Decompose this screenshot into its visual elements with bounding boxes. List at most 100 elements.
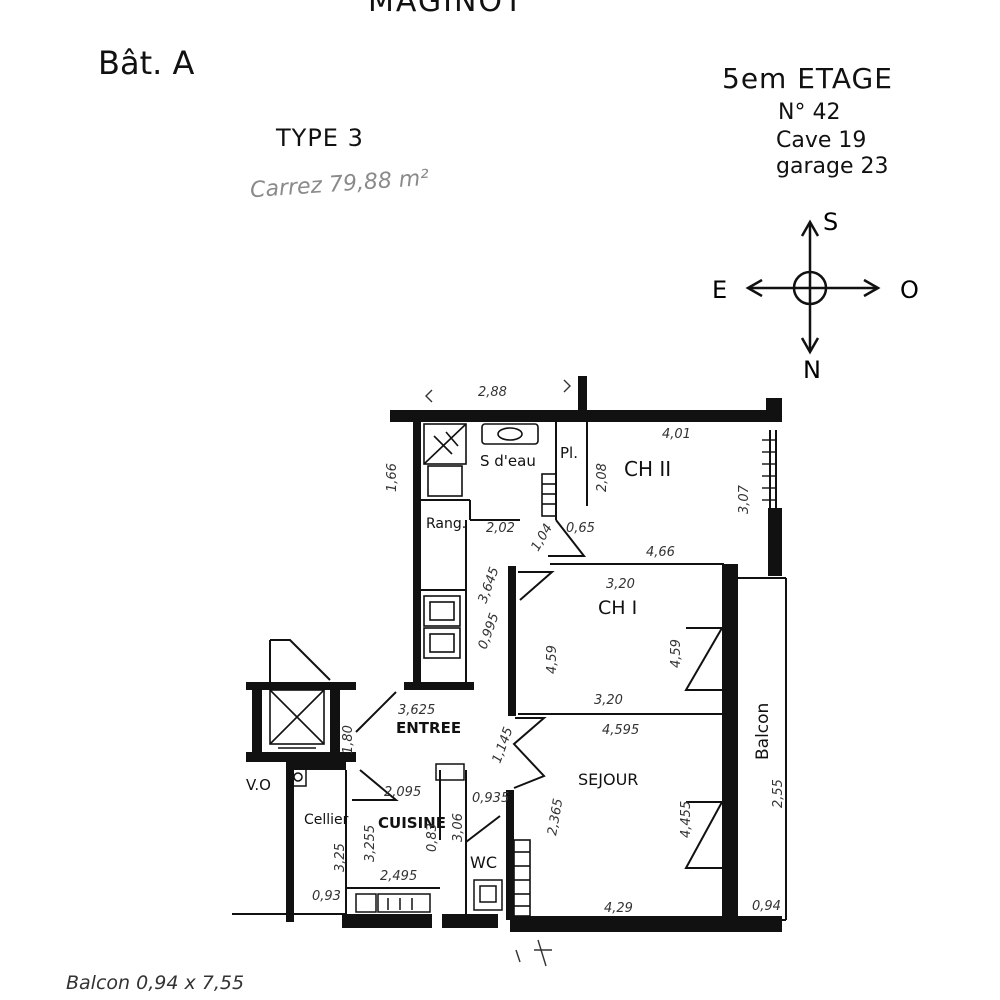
- dimension-labels: 2,88 1,66 4,01 2,08 3,07 2,02 1,04 0,65 …: [312, 385, 786, 916]
- compass-north: N: [803, 356, 821, 384]
- east-wall-ch2: [768, 508, 782, 576]
- washbasin-bowl: [497, 427, 523, 441]
- dim-sejour-left: 2,365: [545, 797, 566, 836]
- shower-tray: [423, 423, 467, 465]
- door-sejour: [512, 717, 547, 789]
- dim-sde-height: 1,66: [385, 463, 400, 492]
- washing-machine: [427, 465, 463, 497]
- balcony-inner-wall: [722, 564, 738, 920]
- room-label-entree: ENTREE: [396, 719, 461, 737]
- dim-sejour-top: 4,595: [602, 723, 639, 738]
- floor-label: 5em ETAGE: [722, 62, 893, 95]
- room-label-ch2: CH II: [624, 457, 671, 481]
- dim-kitchen-top: 2,095: [384, 785, 421, 800]
- structural-walls: [246, 376, 782, 932]
- window-hatch: [762, 439, 776, 501]
- shaft-east-wall: [330, 682, 340, 762]
- room-label-cuisine: CUISINE: [378, 814, 446, 832]
- dim-rang-width: 2,02: [486, 521, 515, 536]
- washbasin: [481, 423, 539, 445]
- room-label-wc: WC: [470, 853, 497, 872]
- room-labels: S d'eau Pl. CH II Rang. CH I ENTREE SEJO…: [246, 444, 773, 872]
- balcony-note: Balcon 0,94 x 7,55: [66, 972, 245, 994]
- service-shaft: [269, 689, 325, 749]
- dim-balcon-width: 0,94: [752, 899, 781, 914]
- room-label-sejour: SEJOUR: [578, 770, 638, 789]
- dim-ch2-width: 4,01: [662, 427, 691, 442]
- arrow-right-icon: [863, 278, 881, 298]
- room-label-balcon: Balcon: [753, 703, 773, 760]
- dim-kitchen-bottom: 2,495: [380, 869, 417, 884]
- door-shaft: [270, 639, 331, 681]
- room-label-placard: Pl.: [560, 444, 578, 462]
- dim-ch2-left: 2,08: [595, 463, 610, 492]
- dim-kitchen-left: 3,255: [363, 825, 378, 862]
- dim-ch2-right: 3,07: [737, 484, 752, 514]
- dim-ch1-right: 4,59: [669, 639, 684, 668]
- dim-sejour-right: 4,455: [679, 801, 694, 838]
- building-name: MAGINOT: [368, 0, 525, 19]
- wc-east-wall: [506, 790, 514, 920]
- door-sde: [548, 519, 587, 557]
- cellier-west-wall: [286, 762, 294, 922]
- dim-hall-b: 0,995: [476, 611, 503, 651]
- vo-shaft-icon: [289, 767, 307, 787]
- arrow-down-icon: [800, 337, 820, 355]
- dim-balcon-length: 2,55: [771, 779, 786, 808]
- window-ch1: [684, 627, 724, 691]
- dim-kitchen-right: 3,06: [451, 813, 466, 842]
- south-wall-kitchen: [342, 914, 432, 928]
- dim-ch1-left: 4,59: [545, 645, 560, 674]
- compass-south: S: [823, 208, 838, 236]
- dim-sejour-bottom: 4,29: [604, 901, 633, 916]
- door-entry-a: [355, 691, 397, 733]
- cellar-number: Cave 19: [776, 128, 867, 153]
- dim-ch1-width: 3,20: [606, 577, 635, 592]
- kitchen-units: [289, 763, 503, 913]
- door-swings: [269, 519, 724, 869]
- storage-cabinets: [423, 595, 461, 659]
- dim-entree-left: 1,80: [341, 725, 356, 754]
- bathroom-fixtures: [423, 423, 557, 517]
- dim-cellier-width: 0,93: [312, 889, 341, 904]
- dim-hall-a: 3,645: [476, 565, 503, 605]
- compass-west: O: [900, 276, 919, 304]
- room-label-cellier: Cellier: [304, 812, 349, 828]
- room-label-vo: V.O: [246, 776, 271, 794]
- apartment-type: TYPE 3: [276, 124, 364, 152]
- dim-top-width: 2,88: [478, 385, 507, 400]
- shaft-bottom-wall: [246, 752, 356, 762]
- radiator-sde: [541, 473, 557, 517]
- west-wall-upper: [413, 412, 421, 690]
- dim-entree-width: 3,625: [398, 703, 435, 718]
- dim-cellier-height: 3,25: [333, 843, 348, 872]
- compass-rose: [745, 219, 881, 355]
- corner-post: [766, 398, 782, 418]
- dim-ch1-bottom: 3,20: [594, 693, 623, 708]
- window-sejour: [684, 801, 724, 869]
- door-ch1: [518, 571, 555, 601]
- cellier-top-wall: [286, 762, 346, 770]
- hall-east-wall: [508, 566, 516, 716]
- shaft-top-wall: [246, 682, 356, 690]
- arrow-up-icon: [800, 219, 820, 237]
- dim-hall-c: 1,145: [490, 725, 517, 765]
- building-letter: Bât. A: [98, 44, 195, 82]
- wall-stub-top: [578, 376, 587, 412]
- shaft-west-wall: [252, 682, 262, 762]
- room-label-salle-eau: S d'eau: [480, 452, 536, 470]
- compass-east: E: [712, 276, 727, 304]
- dim-hall-d: 0,935: [472, 791, 509, 806]
- arrow-left-icon: [745, 278, 763, 298]
- door-kitchen: [352, 769, 399, 801]
- dim-door-b: 0,65: [566, 521, 595, 536]
- south-wall-wc: [442, 914, 498, 928]
- south-wall-sejour: [510, 916, 782, 932]
- radiator-sejour: [513, 839, 531, 917]
- west-wall-landing: [404, 682, 474, 690]
- dim-kitchen-inner: 0,83: [425, 823, 440, 852]
- room-label-ch1: CH I: [598, 597, 637, 619]
- dimension-markers: [425, 379, 571, 967]
- north-wall: [390, 410, 782, 422]
